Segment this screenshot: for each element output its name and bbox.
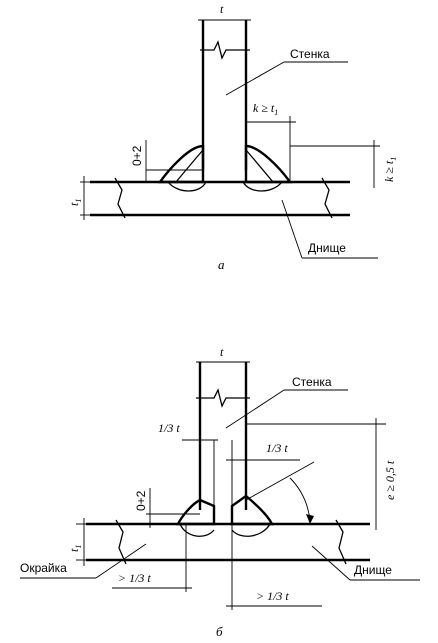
weld-right-b [230, 494, 274, 526]
weld-left-a [157, 144, 205, 184]
caption-a: а [218, 257, 225, 272]
dim-third-right-b: 1/3 t [266, 441, 288, 455]
dim-t-b: t [220, 345, 224, 359]
figure-a: t 0+2 k ≥ t1 k ≥ t1 t1 Стенка [67, 2, 398, 272]
dim-k-side-a: k ≥ t1 [382, 157, 398, 182]
leader-bottom-a [281, 199, 303, 259]
weld-left-b [176, 498, 216, 526]
label-edge-b: Окрайка [20, 561, 67, 575]
dim-k-top-a: k ≥ t1 [253, 101, 278, 117]
label-wall-a: Стенка [290, 47, 330, 61]
angle-ray-b [245, 461, 315, 501]
dim-gap-b: 0+2 [134, 490, 148, 511]
leader-bottom-b [311, 545, 351, 581]
bottom-break-right-b [335, 519, 347, 565]
weld-root-right-a [242, 181, 283, 192]
dim-t1-b: t1 [67, 545, 83, 552]
angle-arrowhead-b [306, 514, 314, 524]
dim-gap-a: 0+2 [130, 145, 144, 166]
leader-wall-b [225, 389, 285, 429]
label-wall-b: Стенка [292, 375, 332, 389]
label-bottom-b: Днище [354, 563, 392, 577]
dim-right-offset-b: > 1/3 t [256, 589, 289, 603]
weld-root-left-b [179, 523, 215, 537]
weld-root-right-b [231, 523, 271, 537]
dim-left-offset-b: > 1/3 t [118, 571, 151, 585]
leader-wall-a [225, 61, 285, 96]
dim-e-b: e ≥ 0,5 t [383, 460, 397, 500]
weld-right-inner-a [245, 149, 274, 183]
weld-root-left-a [167, 181, 207, 192]
dim-t1-a: t1 [67, 199, 83, 206]
bottom-break-left-a [114, 177, 126, 219]
break-mark-a [200, 40, 250, 60]
weld-left-inner-a [175, 149, 204, 183]
break-mark-b [196, 388, 250, 408]
bottom-break-left-b [115, 519, 127, 565]
dim-third-left-b: 1/3 t [158, 421, 180, 435]
label-bottom-a: Днище [308, 241, 346, 255]
angle-arc-b [289, 477, 311, 521]
leader-edge-b [95, 543, 147, 579]
figure-b: t 1/3 t 1/3 t e ≥ 0,5 t 0+2 [20, 345, 420, 639]
dim-t-a: t [220, 2, 224, 16]
caption-b: б [216, 624, 223, 639]
bottom-break-right-a [321, 177, 333, 219]
